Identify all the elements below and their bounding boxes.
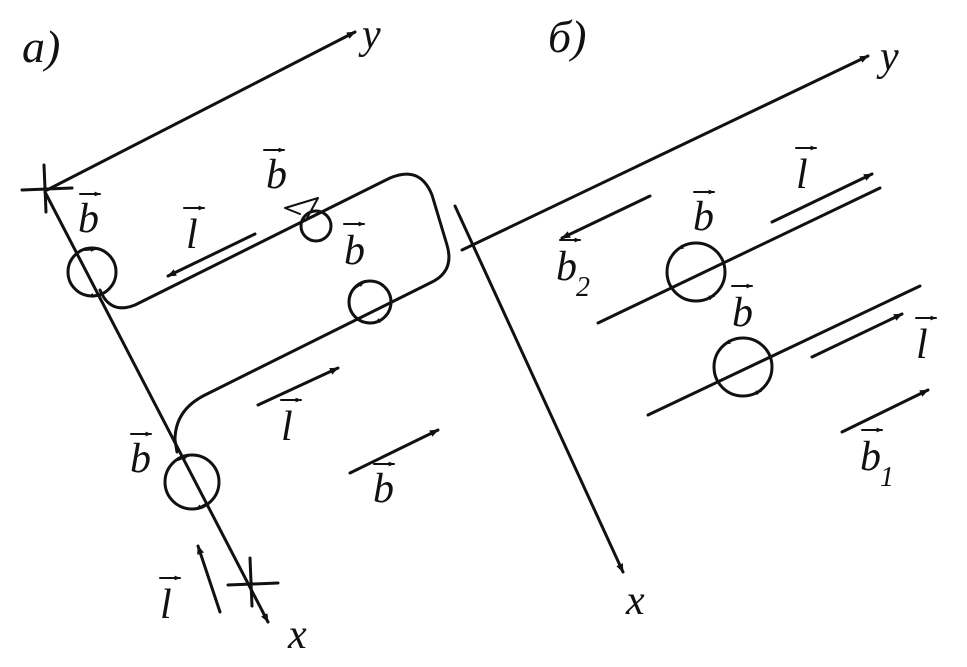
l-arrow-bottom — [196, 544, 222, 614]
svg-text:b: b — [344, 228, 365, 274]
svg-text:l: l — [916, 322, 928, 368]
small-loop-tail — [284, 197, 319, 221]
svg-text:l: l — [186, 212, 198, 258]
vector-label-b1: b 1 — [860, 427, 894, 493]
l-arrow-b-lower — [810, 312, 904, 359]
dislocation-line-b-upper — [596, 186, 882, 325]
svg-text:b: b — [373, 466, 394, 512]
panel-a-y-axis — [45, 30, 357, 192]
panel-b-y-axis-label: y — [876, 34, 899, 80]
burgers-circle-2 — [284, 197, 333, 243]
svg-text:b: b — [130, 436, 151, 482]
vector-label-b-5: b — [373, 461, 395, 512]
origin-cross-a — [20, 186, 74, 192]
vector-label-b-2: b — [263, 147, 287, 198]
burgers-circle-b-1 — [665, 241, 727, 303]
svg-text:1: 1 — [880, 462, 894, 493]
panel-a-x-axis — [43, 190, 270, 624]
vector-label-b-4: b — [130, 431, 152, 482]
vector-label-b-3: b — [343, 221, 365, 274]
dislocation-line-b-lower — [646, 284, 922, 417]
svg-text:l: l — [796, 152, 808, 198]
panel-b-x-axis — [453, 204, 625, 574]
svg-text:b: b — [78, 196, 99, 242]
vector-label-l-3: l — [159, 575, 181, 628]
panel-b-y-axis — [460, 54, 870, 252]
vector-label-b-b-1: b — [693, 189, 715, 240]
svg-text:b: b — [266, 152, 287, 198]
b2-arrow — [560, 194, 652, 240]
vector-label-b-b-2: b — [731, 283, 753, 336]
b1-arrow — [840, 388, 930, 434]
svg-text:b: b — [693, 194, 714, 240]
vector-label-l-b-2: l — [915, 315, 937, 368]
burgers-circle-b-2 — [712, 336, 774, 398]
dislocation-line-a — [98, 172, 451, 454]
panel-a: а) y x — [20, 12, 451, 658]
svg-text:l: l — [281, 404, 293, 450]
vector-label-b2: b 2 — [556, 237, 590, 303]
b-arrow-main — [348, 428, 440, 475]
panel-a-y-axis-label: y — [358, 12, 381, 58]
vector-label-l-2: l — [280, 397, 302, 450]
burgers-circle-4 — [163, 453, 221, 511]
panel-b: б) y x b b — [453, 11, 937, 624]
svg-text:b: b — [556, 244, 577, 290]
panel-b-label: б) — [548, 11, 586, 62]
origin-cross-a-v — [42, 163, 48, 214]
svg-text:2: 2 — [576, 272, 590, 303]
vector-label-l-1: l — [183, 205, 205, 258]
l-arrow-middle — [256, 366, 340, 407]
l-arrow-b-upper — [770, 172, 874, 224]
burgers-circle-1 — [66, 246, 118, 298]
vector-label-l-b-1: l — [795, 145, 817, 198]
panel-b-x-axis-label: x — [625, 578, 645, 624]
burgers-circle-3 — [347, 279, 393, 325]
l-arrow-top — [166, 232, 257, 278]
panel-a-label: а) — [22, 21, 60, 72]
svg-text:b: b — [732, 290, 753, 336]
svg-text:l: l — [160, 582, 172, 628]
svg-text:b: b — [860, 434, 881, 480]
end-cross-a — [226, 581, 280, 587]
panel-a-x-axis-label: x — [287, 612, 307, 658]
vector-label-b-1: b — [78, 191, 101, 242]
end-cross-a-v — [248, 556, 254, 608]
